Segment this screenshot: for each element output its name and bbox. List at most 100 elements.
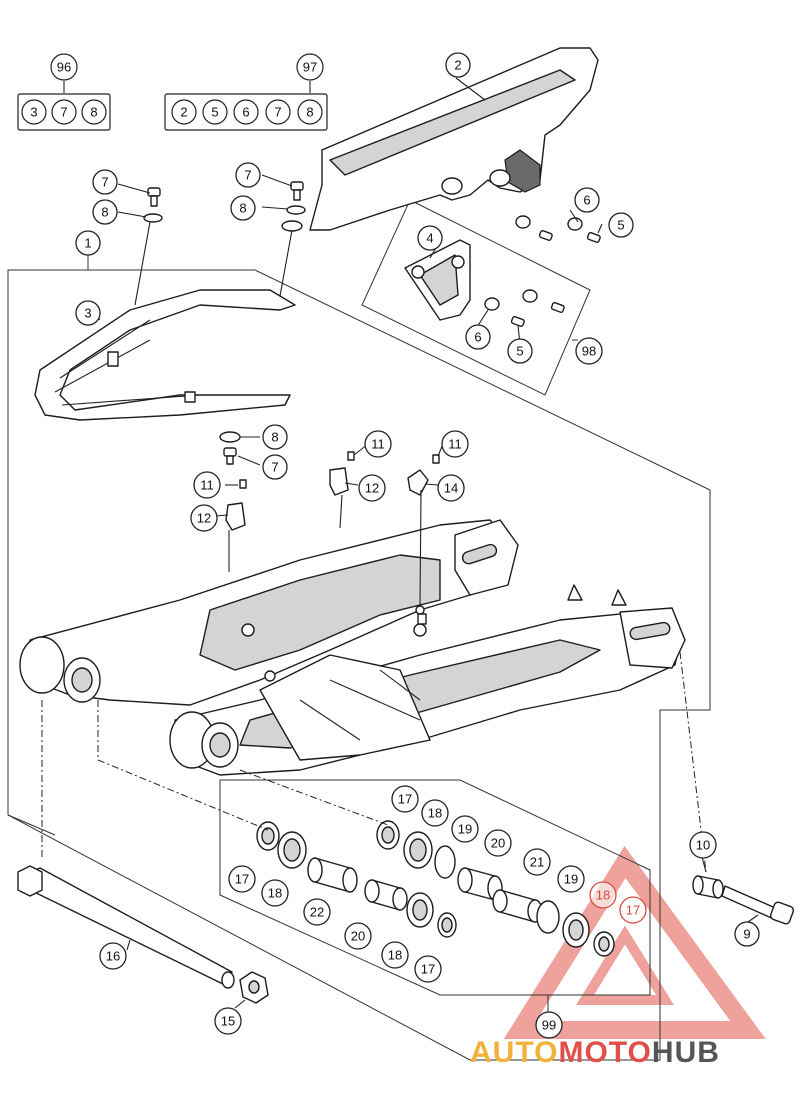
callout-c7b[interactable]: 7	[235, 162, 261, 188]
callout-c11a[interactable]: 11	[364, 430, 392, 458]
callout-label: 8	[271, 430, 278, 445]
watermark-hub: HUB	[652, 1036, 720, 1069]
callout-circle	[557, 865, 585, 893]
callout-circle	[364, 430, 392, 458]
watermark-auto: AUTO	[470, 1036, 558, 1069]
callout-c17a[interactable]: 17	[391, 785, 419, 813]
callout-c21[interactable]: 21	[523, 848, 551, 876]
callout-circle	[228, 865, 256, 893]
callout-circle	[358, 474, 386, 502]
callout-c19b[interactable]: 19	[557, 865, 585, 893]
callout-c12b[interactable]: 12	[190, 504, 218, 532]
kit-97-item: 7	[274, 105, 281, 120]
callout-label: 19	[458, 822, 472, 837]
kit-96-item: 7	[60, 105, 67, 120]
callout-label: 6	[474, 330, 481, 345]
kit-96-label: 96	[57, 60, 71, 75]
callout-circle	[451, 815, 479, 843]
callout-circle	[575, 337, 603, 365]
kit-96-callout[interactable]	[50, 53, 78, 81]
callout-circle	[484, 829, 512, 857]
callout-c18d[interactable]: 18	[381, 941, 409, 969]
callout-label: 17	[235, 872, 249, 887]
callout-circle	[391, 785, 419, 813]
callout-c6b[interactable]: 6	[465, 324, 491, 350]
callout-circle	[441, 430, 469, 458]
callout-label: 20	[351, 929, 365, 944]
callout-circle	[619, 896, 647, 924]
callout-label: 17	[398, 792, 412, 807]
callout-label: 22	[310, 905, 324, 920]
callout-label: 15	[221, 1014, 235, 1029]
callout-c2[interactable]: 2	[445, 52, 471, 78]
leader-lines	[41, 77, 759, 1009]
callout-label: 4	[426, 231, 433, 246]
callout-circle	[523, 848, 551, 876]
callout-label: 2	[454, 58, 461, 73]
callout-c12a[interactable]: 12	[358, 474, 386, 502]
callout-c17c[interactable]: 17	[619, 896, 647, 924]
callout-c17d[interactable]: 17	[414, 955, 442, 983]
callout-c20a[interactable]: 20	[484, 829, 512, 857]
callout-c99[interactable]: 99	[535, 1011, 563, 1039]
kit-96: 96 3 7 8	[17, 53, 111, 131]
callout-circle	[535, 1011, 563, 1039]
callout-label: 7	[101, 175, 108, 190]
callout-c18b[interactable]: 18	[261, 879, 289, 907]
kit-97: 97 2 5 6 7 8	[164, 53, 328, 131]
callout-circle	[193, 471, 221, 499]
kit-97-item: 2	[180, 105, 187, 120]
callout-c17b[interactable]: 17	[228, 865, 256, 893]
callout-c11b[interactable]: 11	[441, 430, 469, 458]
callout-c6a[interactable]: 6	[574, 187, 600, 213]
kit-96-item: 3	[30, 105, 37, 120]
kit-97-callout[interactable]	[296, 53, 324, 81]
callout-c15[interactable]: 15	[214, 1007, 242, 1035]
watermark-moto: MOTO	[558, 1036, 651, 1069]
callout-c98[interactable]: 98	[575, 337, 603, 365]
callout-c16[interactable]: 16	[99, 942, 127, 970]
callout-label: 16	[106, 949, 120, 964]
callout-c20b[interactable]: 20	[344, 922, 372, 950]
callout-c7c[interactable]: 7	[262, 454, 288, 480]
callout-circle	[261, 879, 289, 907]
callout-circle	[417, 225, 443, 251]
callout-circle	[235, 162, 261, 188]
callout-c8a[interactable]: 8	[92, 199, 118, 225]
callout-c19a[interactable]: 19	[451, 815, 479, 843]
callout-c18c[interactable]: 18	[589, 881, 617, 909]
callout-c9[interactable]: 9	[734, 921, 760, 947]
callout-circle	[689, 831, 717, 859]
callout-c14[interactable]: 14	[437, 474, 465, 502]
callout-c22[interactable]: 22	[303, 898, 331, 926]
callout-c11c[interactable]: 11	[193, 471, 221, 499]
callout-circle	[381, 941, 409, 969]
callout-label: 9	[743, 927, 750, 942]
callout-c4[interactable]: 4	[417, 225, 443, 251]
callout-c8b[interactable]: 8	[230, 195, 256, 221]
callout-c3[interactable]: 3	[75, 300, 101, 326]
callout-label: 18	[388, 948, 402, 963]
callout-c18a[interactable]: 18	[421, 799, 449, 827]
swingarm	[19, 519, 686, 776]
callout-circle	[214, 1007, 242, 1035]
callout-circle	[437, 474, 465, 502]
pivot-shaft	[17, 865, 269, 1004]
bearings-and-bushings	[256, 820, 615, 957]
callout-c5b[interactable]: 5	[507, 338, 533, 364]
chain-guard	[309, 47, 599, 231]
callout-label: 19	[564, 872, 578, 887]
callout-label: 10	[696, 838, 710, 853]
callout-c8c[interactable]: 8	[262, 424, 288, 450]
callout-c10[interactable]: 10	[689, 831, 717, 859]
callout-c7a[interactable]: 7	[92, 169, 118, 195]
callout-circle	[190, 504, 218, 532]
callout-label: 14	[444, 481, 458, 496]
callout-label: 98	[582, 344, 596, 359]
kit-97-item: 6	[242, 105, 249, 120]
callout-c1[interactable]: 1	[75, 230, 101, 256]
callout-label: 7	[244, 168, 251, 183]
callout-c5a[interactable]: 5	[608, 212, 634, 238]
